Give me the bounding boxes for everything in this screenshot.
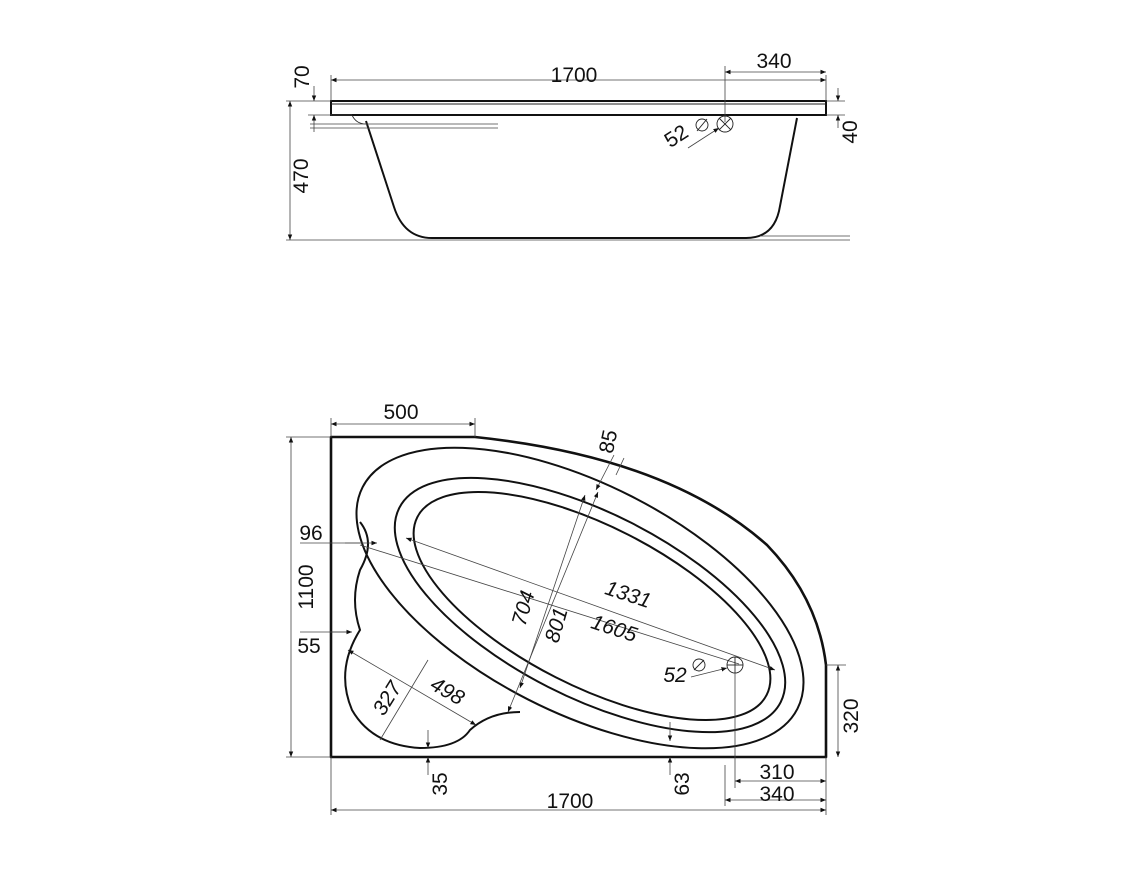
top-dim-top-flat: 500 [383,401,418,424]
top-basin-ellipse [412,490,772,722]
top-rim-ellipse [355,446,805,750]
side-rim [330,100,827,116]
top-outer-outline [329,435,828,759]
side-tub-body [365,117,798,239]
top-dim-rim-width: 85 [595,428,622,456]
side-view: 1700 340 70 470 40 52 [286,50,862,241]
side-overflow-icon [716,115,734,133]
side-dim-length: 1700 [551,64,598,87]
top-dim-width: 1100 [295,564,318,609]
side-dim-rim-thickness: 40 [839,120,862,143]
top-dim-seat-498: 498 [426,673,468,711]
side-dim-rim-height: 70 [291,65,314,88]
top-view: 500 85 96 1100 55 1331 1605 704 801 52 3… [286,401,863,815]
top-dim-inner-width: 704 [508,588,540,628]
top-dim-bottom-63: 63 [671,772,694,795]
top-dim-bottom-35: 35 [429,772,452,795]
side-dim-overflow: 52 [660,121,692,153]
top-dim-inner-length: 1331 [602,577,654,613]
top-dim-drain-340: 340 [759,783,794,806]
top-dim-seat-55: 55 [297,635,320,658]
side-dim-total-height: 470 [290,158,313,193]
top-dim-drain-310: 310 [759,761,794,784]
top-dim-seat-327: 327 [368,676,407,719]
top-dim-outer-length: 1605 [588,611,640,647]
top-dim-length: 1700 [547,790,594,813]
top-dim-overflow: 52 [663,664,687,687]
top-dim-foot-320: 320 [840,698,863,733]
top-dim-seat-96: 96 [299,522,322,545]
side-dim-drain-offset: 340 [756,50,791,73]
